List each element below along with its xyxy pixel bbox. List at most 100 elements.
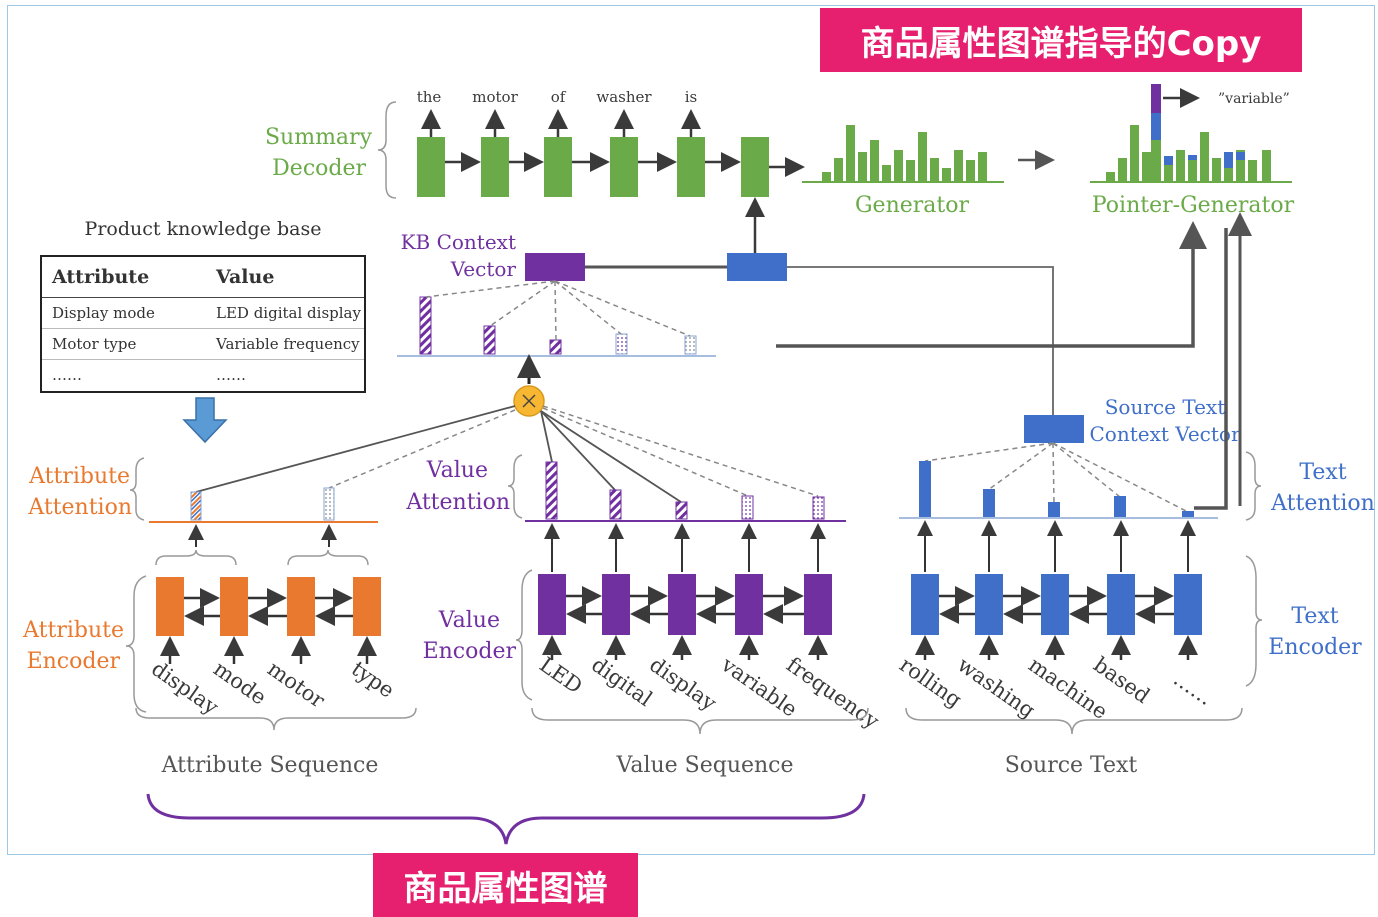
value-token: display bbox=[645, 652, 721, 715]
attribute-attention-bar bbox=[190, 491, 202, 521]
value-attention-bar bbox=[741, 495, 754, 520]
kb-group-brace bbox=[146, 793, 866, 845]
text-encoder-label-1: Text bbox=[1291, 604, 1338, 629]
attribute-encoder-cell bbox=[287, 577, 315, 636]
diagram-frame bbox=[7, 5, 1375, 855]
value-token: frequency bbox=[782, 652, 883, 733]
kb-attention-bar bbox=[615, 333, 628, 355]
generator-label: Generator bbox=[855, 193, 970, 218]
attribute-token: type bbox=[347, 656, 399, 702]
text-encoder-cell bbox=[1174, 574, 1202, 635]
table-cell: Variable frequency bbox=[216, 334, 360, 353]
pointer-generator-label: Pointer-Generator bbox=[1092, 193, 1295, 218]
output-word: is bbox=[685, 88, 698, 106]
text-encoder-cell bbox=[1041, 574, 1069, 635]
attribute-attention-bar bbox=[323, 487, 335, 521]
decoder-cells bbox=[417, 137, 769, 197]
decoder-cell bbox=[417, 137, 445, 197]
table-row: Display mode LED digital display bbox=[42, 297, 364, 329]
value-token: digital bbox=[587, 652, 657, 711]
knowledge-base-table: Attribute Value Display mode LED digital… bbox=[40, 255, 366, 393]
attribute-token: display bbox=[147, 656, 223, 719]
source-context-label-1: Source Text bbox=[1105, 395, 1226, 419]
value-attention-bar bbox=[812, 496, 825, 520]
text-attention-bar bbox=[1048, 502, 1060, 517]
text-attention-label-2: Attention bbox=[1270, 491, 1375, 516]
table-row: Motor type Variable frequency bbox=[42, 328, 364, 360]
value-encoder-cell bbox=[735, 574, 763, 635]
combined-context-vector bbox=[727, 253, 787, 281]
source-branch: Source Text Context Vector Text Attentio… bbox=[895, 212, 1375, 778]
bottom-banner: 商品属性图谱 bbox=[373, 853, 638, 917]
attribute-sequence-label: Attribute Sequence bbox=[161, 753, 379, 778]
knowledge-base-title: Product knowledge base bbox=[84, 218, 322, 240]
table-row: …… …… bbox=[42, 359, 364, 391]
kb-context-label-1: KB Context bbox=[401, 230, 516, 254]
decoder-cell bbox=[677, 137, 705, 197]
value-encoder-cell bbox=[602, 574, 630, 635]
text-encoder-cell bbox=[911, 574, 939, 635]
top-banner: 商品属性图谱指导的Copy bbox=[820, 8, 1302, 72]
source-token: …… bbox=[1169, 666, 1217, 710]
value-token: LED bbox=[535, 652, 587, 698]
decoder-cell bbox=[481, 137, 509, 197]
attribute-branch: Attribute Attention Attribute Encoder bbox=[22, 457, 417, 778]
value-attention-label-2: Attention bbox=[405, 490, 510, 515]
kb-attention-bar bbox=[483, 325, 496, 355]
summary-decoder-label-2: Decoder bbox=[272, 156, 366, 181]
kb-context: KB Context Vector bbox=[397, 221, 1207, 415]
copied-word: ”variable” bbox=[1218, 91, 1290, 107]
attribute-attention-label-2: Attention bbox=[27, 495, 132, 520]
pointer-generator-distribution: ”variable” Pointer-Generator bbox=[1090, 84, 1295, 218]
output-word: motor bbox=[472, 88, 518, 106]
value-sequence-label: Value Sequence bbox=[615, 753, 793, 778]
value-encoder-label-2: Encoder bbox=[423, 639, 517, 664]
kb-context-vector bbox=[525, 253, 585, 281]
decoder-cell bbox=[544, 137, 572, 197]
table-cell: …… bbox=[216, 366, 246, 384]
table-header-row: Attribute Value bbox=[42, 257, 364, 298]
attribute-encoder-cell bbox=[156, 577, 184, 636]
text-attention-bar bbox=[919, 461, 931, 517]
generator-distribution: Generator bbox=[802, 125, 1004, 218]
value-attention-bar bbox=[675, 501, 688, 520]
attribute-encoder-label-2: Encoder bbox=[27, 649, 121, 674]
table-header-value: Value bbox=[216, 266, 275, 288]
source-text-label: Source Text bbox=[1005, 753, 1138, 778]
output-word: washer bbox=[596, 88, 652, 106]
multiply-node bbox=[513, 385, 545, 417]
summary-decoder-label-1: Summary bbox=[265, 125, 373, 150]
decoder-cell bbox=[741, 137, 769, 197]
source-context-label-2: Context Vector bbox=[1089, 422, 1240, 446]
table-cell: …… bbox=[52, 366, 82, 384]
kb-attention-bar bbox=[419, 296, 432, 355]
table-cell: LED digital display bbox=[216, 303, 361, 322]
decoder-cell bbox=[610, 137, 638, 197]
value-branch: Value Attention Value Encoder bbox=[405, 454, 883, 778]
attribute-attention-label-1: Attribute bbox=[28, 464, 130, 489]
kb-attention-bar bbox=[549, 339, 562, 355]
down-arrow-icon bbox=[182, 397, 228, 444]
attribute-encoder-cell bbox=[220, 577, 248, 636]
text-attention-label-1: Text bbox=[1299, 460, 1346, 485]
value-attention-bar bbox=[545, 461, 558, 520]
value-encoder-cell bbox=[804, 574, 832, 635]
text-encoder-cell bbox=[975, 574, 1003, 635]
value-attention-label-1: Value bbox=[426, 458, 488, 483]
value-encoder-cell bbox=[538, 574, 566, 635]
decoder-brace bbox=[377, 101, 397, 199]
kb-attention-bar bbox=[684, 335, 697, 355]
source-context-vector bbox=[1024, 415, 1084, 443]
table-cell: Display mode bbox=[52, 303, 155, 322]
text-attention-bar bbox=[1114, 496, 1126, 517]
source-token: washing bbox=[953, 652, 1039, 722]
kb-context-label-2: Vector bbox=[450, 257, 517, 281]
text-attention-bar bbox=[1182, 511, 1194, 517]
table-cell: Motor type bbox=[52, 334, 137, 353]
output-word: of bbox=[551, 88, 567, 106]
output-word: the bbox=[417, 88, 442, 106]
value-encoder-cell bbox=[668, 574, 696, 635]
summary-decoder: Summary Decoder the motor bbox=[265, 88, 805, 254]
text-attention-bar bbox=[983, 489, 995, 517]
